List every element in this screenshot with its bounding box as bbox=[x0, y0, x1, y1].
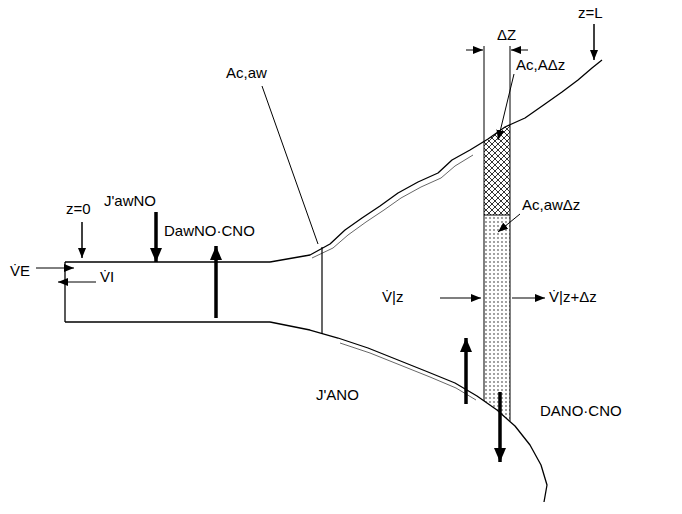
flux-arrow bbox=[464, 338, 468, 404]
leader-line bbox=[498, 74, 514, 140]
strip-boundary bbox=[510, 46, 511, 421]
flux-label: J'awNO bbox=[104, 192, 156, 210]
flow-arrow bbox=[440, 297, 481, 298]
flux-label: DawNO·CNO bbox=[164, 222, 255, 240]
area-label: Ac,aw bbox=[226, 64, 267, 82]
flow-arrow bbox=[36, 268, 74, 269]
flow-label: V̇I bbox=[100, 268, 114, 286]
leader-line bbox=[498, 214, 520, 232]
dimension-arrow bbox=[466, 50, 483, 51]
position-arrow bbox=[81, 222, 83, 258]
flux-label: DANO·CNO bbox=[540, 402, 622, 420]
area-label: Ac,AΔz bbox=[516, 56, 565, 74]
strip-boundary bbox=[484, 46, 485, 401]
flow-label: V̇|z bbox=[382, 288, 403, 306]
position-label: z=0 bbox=[66, 200, 91, 218]
position-label: z=L bbox=[578, 4, 603, 22]
flux-arrow bbox=[154, 212, 158, 262]
cross-section-line bbox=[321, 247, 322, 334]
strip-fill bbox=[484, 0, 510, 514]
flux-label: J'ANO bbox=[316, 386, 359, 404]
flux-arrow bbox=[498, 392, 502, 462]
dimension-arrow bbox=[511, 50, 528, 51]
flow-label: V̇|z+Δz bbox=[549, 288, 597, 306]
strip-divider bbox=[484, 215, 510, 216]
flux-arrow bbox=[214, 246, 218, 318]
position-arrow bbox=[593, 24, 595, 60]
flow-label: V̇E bbox=[10, 262, 30, 280]
alveolar-wall bbox=[270, 60, 602, 502]
dimension-label: ΔZ bbox=[497, 26, 516, 44]
flow-arrow bbox=[512, 297, 545, 298]
leader-line bbox=[262, 86, 318, 244]
flow-arrow bbox=[58, 282, 96, 283]
area-label: Ac,awΔz bbox=[522, 196, 580, 214]
airway-tube bbox=[65, 262, 270, 322]
